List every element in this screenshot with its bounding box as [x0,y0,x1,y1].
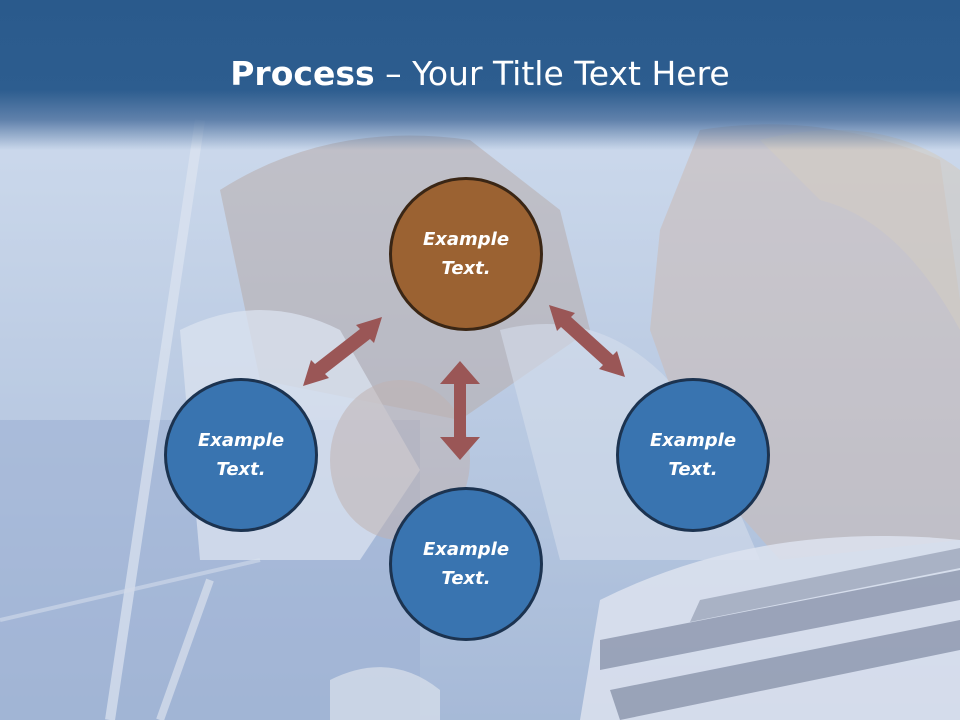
node-top-line1: Example [422,229,510,250]
node-left-line1: Example [197,430,285,451]
node-left-line2: Text. [216,459,266,480]
arrow-top-left [303,317,382,386]
arrow-top-right [549,305,625,377]
process-node-right[interactable]: Example Text. [616,378,770,532]
slide-title: Process – Your Title Text Here [0,52,960,96]
process-node-bottom[interactable]: Example Text. [389,487,543,641]
arrow-vertical [440,361,480,460]
title-bold: Process [230,54,375,93]
node-bottom-line2: Text. [441,568,491,589]
title-rest: – Your Title Text Here [374,54,730,93]
node-right-line1: Example [649,430,737,451]
process-node-top[interactable]: Example Text. [389,177,543,331]
process-node-left[interactable]: Example Text. [164,378,318,532]
node-bottom-line1: Example [422,539,510,560]
node-top-line2: Text. [441,258,491,279]
title-bar [0,0,960,150]
node-right-line2: Text. [668,459,718,480]
